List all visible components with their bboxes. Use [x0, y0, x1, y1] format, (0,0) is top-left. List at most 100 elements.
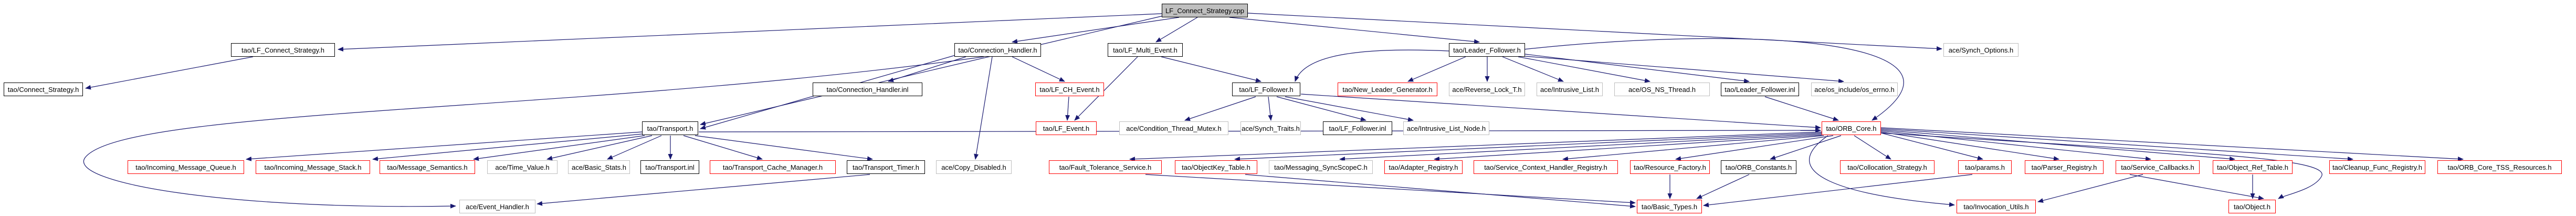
graph-node-imq[interactable]: tao/Incoming_Message_Queue.h: [128, 160, 244, 174]
graph-node-lff_inl[interactable]: tao/LF_Follower.inl: [1323, 121, 1392, 135]
graph-node-label: tao/LF_Event.h: [1043, 124, 1090, 132]
graph-node-lfme_h[interactable]: tao/LF_Multi_Event.h: [1108, 43, 1183, 57]
graph-node-nlg[interactable]: tao/New_Leader_Generator.h: [1338, 83, 1437, 96]
graph-node-osns: ace/OS_NS_Thread.h: [1614, 83, 1710, 96]
graph-node-label: LF_Connect_Strategy.cpp: [1165, 6, 1245, 15]
graph-node-parsereg[interactable]: tao/Parser_Registry.h: [2025, 160, 2104, 174]
include-edge-lfme_h-lfevent: [1074, 56, 1138, 121]
include-edge-orbcore-params: [1880, 132, 1983, 160]
include-edge-lf_h-lf_inl: [1524, 54, 1750, 84]
include-edge-ch_h-copydis: [974, 56, 993, 160]
include-edge-root-synchopt: [1247, 13, 1942, 51]
graph-node-label: ace/Copy_Disabled.h: [941, 163, 1006, 171]
include-edge-lfch-lfevent: [1065, 96, 1070, 121]
graph-node-label: tao/params.h: [1965, 163, 2005, 171]
include-edge-lff_h-lff_inl: [1276, 96, 1366, 121]
graph-node-msyncscope: tao/Messaging_SyncScopeC.h: [1269, 160, 1373, 174]
include-edge-orbcore-schr: [1562, 135, 1824, 161]
include-edge-root-lf_h: [1229, 17, 1480, 44]
graph-node-label: tao/Object_Ref_Table.h: [2217, 163, 2288, 171]
graph-node-okt[interactable]: tao/ObjectKey_Table.h: [1175, 160, 1257, 174]
include-edge-orbconst-basictypes: [1696, 174, 1750, 199]
graph-node-lf_h[interactable]: tao/Leader_Follower.h: [1449, 43, 1525, 57]
graph-node-revlock: ace/Reverse_Lock_T.h: [1449, 83, 1525, 96]
include-edge-root-ch_h: [1012, 17, 1180, 44]
include-edge-orbcore-ort: [1880, 129, 2235, 161]
graph-node-ttimer[interactable]: tao/Transport_Timer.h: [847, 160, 925, 174]
include-edge-root-lfme_h: [1155, 17, 1198, 43]
include-edge-orbcore-tss: [1880, 127, 2464, 161]
graph-node-lf_inl[interactable]: tao/Leader_Follower.inl: [1721, 83, 1799, 96]
include-edge-svccb-object: [2129, 174, 2264, 200]
include-edge-lff_h-orbcore: [1300, 94, 1821, 130]
graph-node-resfac[interactable]: tao/Resource_Factory.h: [1630, 160, 1710, 174]
include-edge-okt-basictypes: [1245, 174, 1636, 209]
graph-node-evh: ace/Event_Handler.h: [459, 200, 535, 213]
graph-node-synchopt: ace/Synch_Options.h: [1943, 43, 2018, 57]
graph-node-root: LF_Connect_Strategy.cpp: [1162, 4, 1248, 17]
graph-node-basictypes[interactable]: tao/Basic_Types.h: [1637, 200, 1702, 213]
graph-node-label: ace/Condition_Thread_Mutex.h: [1126, 124, 1222, 132]
graph-node-lfcs_h[interactable]: tao/LF_Connect_Strategy.h: [231, 43, 335, 57]
include-edge-transport-tcm: [683, 135, 763, 160]
graph-node-invutils[interactable]: tao/Invocation_Utils.h: [1957, 200, 2036, 213]
include-edge-lf_h-oserrno: [1524, 56, 1844, 84]
graph-node-label: tao/Connect_Strategy.h: [7, 85, 79, 94]
graph-node-ort[interactable]: tao/Object_Ref_Table.h: [2213, 160, 2293, 174]
include-edge-transport-timeval: [546, 135, 653, 161]
include-edge-lfcs_h-cs_h: [85, 56, 254, 90]
include-edge-orbcore-resfac: [1675, 135, 1834, 161]
graph-node-label: tao/Transport_Timer.h: [853, 163, 919, 171]
graph-node-cfr[interactable]: tao/Cleanup_Func_Registry.h: [2329, 160, 2425, 174]
graph-node-tss[interactable]: tao/ORB_Core_TSS_Resources.h: [2437, 160, 2562, 174]
graph-node-copydis: ace/Copy_Disabled.h: [936, 160, 1012, 174]
include-edge-orbcore-adapreg: [1434, 135, 1822, 161]
graph-node-lfevent[interactable]: tao/LF_Event.h: [1036, 121, 1097, 135]
include-edge-ch_h-evh: [83, 56, 984, 209]
graph-node-orbcore[interactable]: tao/ORB_Core.h: [1822, 121, 1881, 135]
graph-node-label: tao/Basic_Types.h: [1641, 202, 1698, 211]
graph-node-label: tao/Resource_Factory.h: [1634, 163, 1706, 171]
graph-node-svccb[interactable]: tao/Service_Callbacks.h: [2116, 160, 2200, 174]
graph-node-label: tao/Transport.h: [647, 124, 693, 132]
include-edge-orbcore-msyncscope: [1339, 133, 1822, 161]
graph-node-adapreg[interactable]: tao/Adapter_Registry.h: [1384, 160, 1463, 174]
graph-node-label: tao/LF_Follower.h: [1239, 85, 1294, 94]
include-edge-lf_inl-orbcore: [1764, 96, 1839, 121]
graph-node-label: tao/LF_CH_Event.h: [1039, 85, 1100, 94]
graph-node-lff_h[interactable]: tao/LF_Follower.h: [1232, 83, 1300, 96]
graph-node-transport[interactable]: tao/Transport.h: [642, 121, 698, 135]
include-edge-orbcore-orbconst: [1770, 135, 1842, 160]
graph-node-label: tao/Connection_Handler.h: [958, 46, 1037, 54]
graph-node-label: tao/Message_Semantics.h: [387, 163, 468, 171]
graph-node-ims[interactable]: tao/Incoming_Message_Stack.h: [256, 160, 370, 174]
graph-node-msgsem[interactable]: tao/Message_Semantics.h: [380, 160, 475, 174]
include-edge-orbcore-fts: [1129, 131, 1822, 162]
include-edge-orbcore-parsereg: [1880, 131, 2059, 161]
include-edge-transport-ims: [372, 133, 643, 161]
graph-node-label: tao/Service_Context_Handler_Registry.h: [1484, 163, 1607, 171]
graph-node-transport_inl[interactable]: tao/Transport.inl: [640, 160, 699, 174]
graph-node-fts[interactable]: tao/Fault_Tolerance_Service.h: [1049, 160, 1162, 174]
graph-node-orbconst[interactable]: tao/ORB_Constants.h: [1721, 160, 1796, 174]
graph-node-label: ace/Basic_Stats.h: [571, 163, 627, 171]
graph-node-object[interactable]: tao/Object.h: [2228, 200, 2276, 213]
graph-node-label: tao/Incoming_Message_Stack.h: [264, 163, 362, 171]
graph-node-intrnode: ace/Intrusive_List_Node.h: [1403, 121, 1489, 135]
graph-node-collstrat[interactable]: tao/Collocation_Strategy.h: [1840, 160, 1934, 174]
include-edge-ch_h-lfch: [1012, 56, 1065, 82]
graph-node-label: ace/OS_NS_Thread.h: [1628, 85, 1696, 94]
include-edge-lf_h-intrlist: [1502, 56, 1564, 82]
graph-node-label: tao/New_Leader_Generator.h: [1342, 85, 1433, 94]
graph-node-params[interactable]: tao/params.h: [1958, 160, 2012, 174]
include-edge-orbcore-collstrat: [1854, 135, 1891, 160]
graph-node-tcm[interactable]: tao/Transport_Cache_Manager.h: [710, 160, 836, 174]
include-edge-lfme_h-lff_h: [1161, 56, 1261, 83]
graph-node-schr[interactable]: tao/Service_Context_Handler_Registry.h: [1474, 160, 1618, 174]
graph-node-lfch[interactable]: tao/LF_CH_Event.h: [1035, 83, 1104, 96]
graph-node-ch_h[interactable]: tao/Connection_Handler.h: [954, 43, 1041, 57]
graph-node-ch_inl[interactable]: tao/Connection_Handler.inl: [813, 83, 922, 96]
graph-node-cs_h[interactable]: tao/Connect_Strategy.h: [4, 83, 83, 96]
